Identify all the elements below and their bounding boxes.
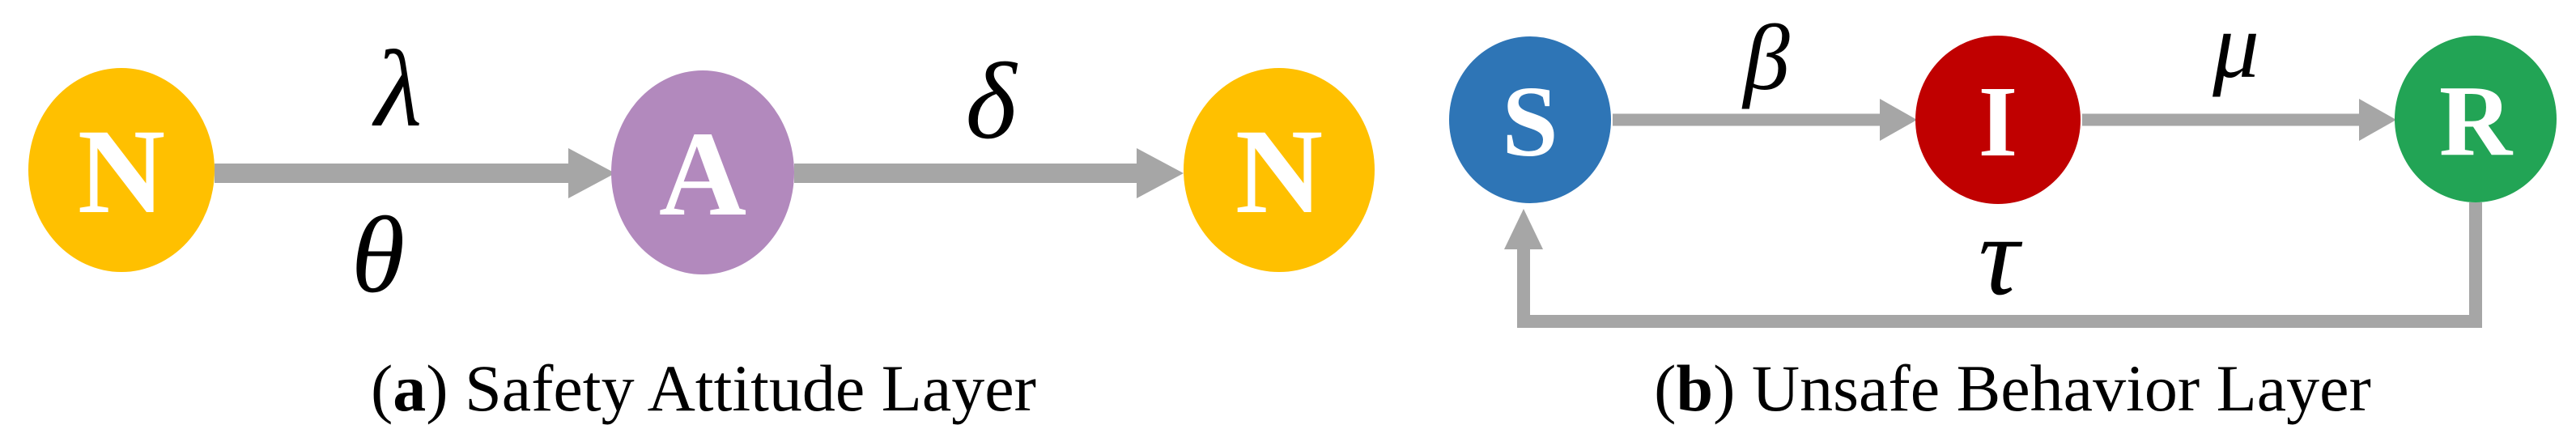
node-A-label: A [659,107,746,241]
node-N-right-circle [1184,68,1375,272]
edge-label-theta: θ [351,195,405,316]
edge-S-to-I-arrowhead-icon [1880,99,1917,141]
node-A-circle [611,70,794,274]
edge-label-tau: τ [1979,193,2023,319]
panel-b-caption-text: ) Unsafe Behavior Layer [1713,351,2371,425]
edge-R-to-S-arrowhead-icon [1504,209,1543,249]
edge-I-to-R: μ [2082,0,2396,141]
edge-S-to-I: β [1613,6,1917,141]
node-I-label: I [1979,66,2018,178]
edge-label-beta: β [1741,6,1790,109]
edge-A-to-N-arrowhead-icon [1137,148,1184,198]
node-N-left-circle [28,68,215,272]
panel-b-caption-paren: ( [1654,351,1676,425]
node-N-left: N [28,68,215,272]
edge-N-to-A: λ θ [215,29,615,316]
node-S-label: S [1502,66,1558,178]
node-N-right-label: N [1235,104,1323,239]
node-N-left-label: N [78,104,165,239]
edge-R-to-S-feedback: τ [1504,193,2482,328]
edge-N-to-A-arrowhead-icon [568,148,615,198]
panel-b: β μ τ S I R (b) Uns [1449,0,2557,425]
panel-a-caption-marker: a [393,351,426,425]
panel-b-caption: (b) Unsafe Behavior Layer [1654,351,2371,425]
edge-label-delta: δ [966,41,1018,162]
node-R-label: R [2439,66,2514,177]
node-I: I [1915,36,2081,204]
node-S: S [1449,36,1611,203]
panel-a-caption-paren: ( [371,351,393,425]
node-R-circle [2395,36,2557,202]
node-R: R [2395,36,2557,202]
panel-a: λ θ δ N A N (a) Safety Attitude Layer [28,29,1375,425]
panel-a-caption-text: ) Safety Attitude Layer [426,351,1036,425]
panel-a-caption: (a) Safety Attitude Layer [371,351,1036,425]
edge-label-mu: μ [2212,0,2259,97]
node-N-right: N [1184,68,1375,272]
node-S-circle [1449,36,1611,203]
node-I-circle [1915,36,2081,204]
edge-I-to-R-arrowhead-icon [2359,99,2396,141]
edge-R-to-S-shaft [1517,202,2482,328]
edge-label-lambda: λ [372,29,422,150]
edge-A-to-N: δ [794,41,1184,198]
node-A: A [611,70,794,274]
panel-b-caption-marker: b [1676,351,1713,425]
